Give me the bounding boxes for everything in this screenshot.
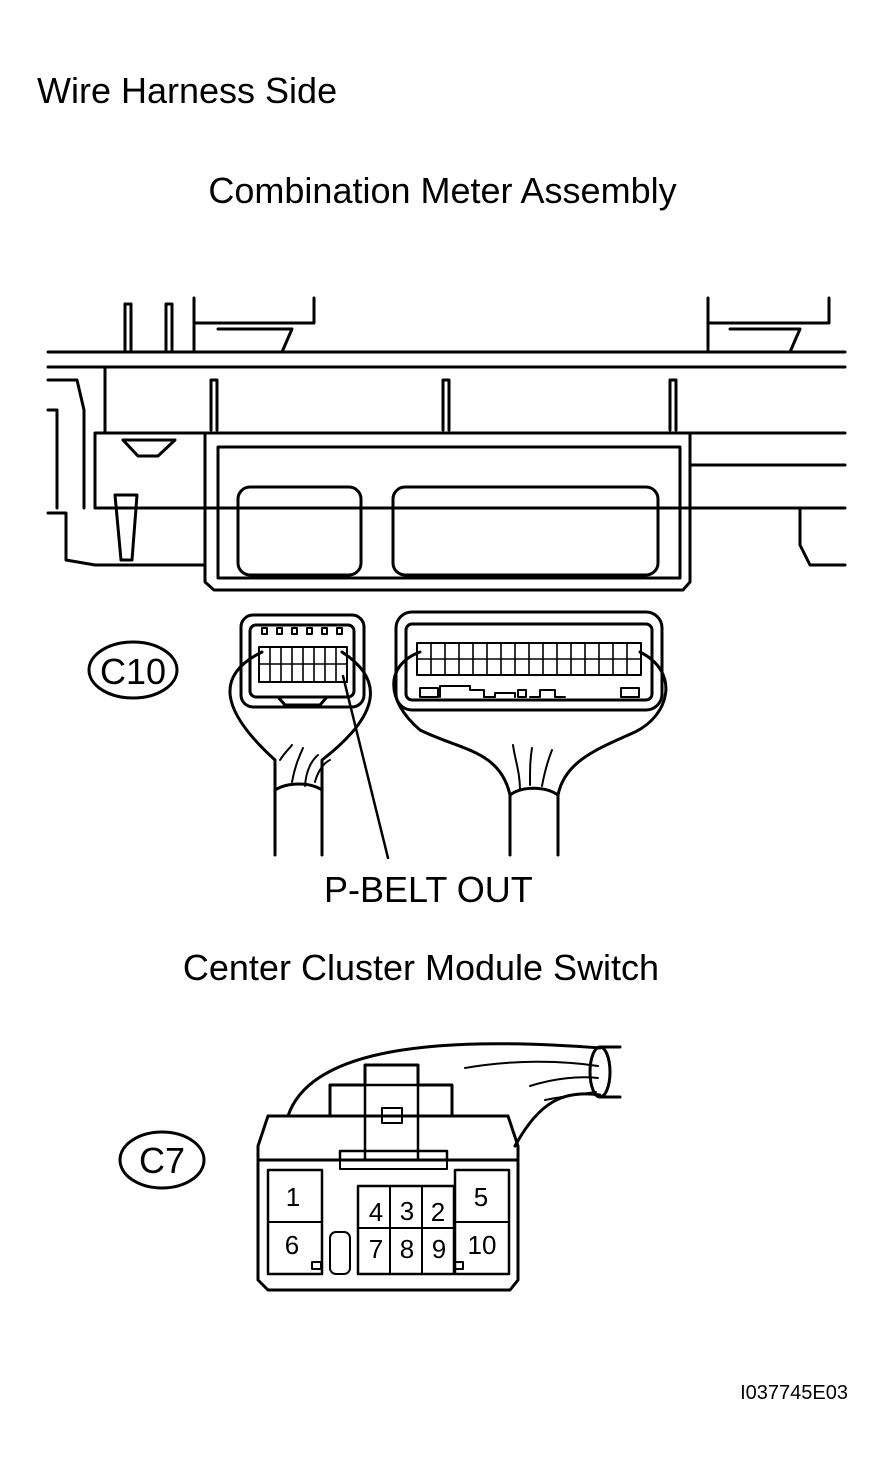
view-side-label: Wire Harness Side — [37, 70, 338, 111]
pin-callout-label: P-BELT OUT — [324, 869, 533, 910]
component-title-center-cluster: Center Cluster Module Switch — [182, 947, 660, 988]
c10-small-connector — [228, 613, 372, 857]
c7-label: C7 — [139, 1140, 185, 1181]
pin-5-label: 5 — [474, 1182, 488, 1212]
c7-connector — [256, 1042, 622, 1292]
pin-10-label: 10 — [468, 1230, 497, 1260]
c10-callout-circle — [87, 640, 179, 700]
pin-8-label: 8 — [400, 1234, 414, 1264]
pin-6-label: 6 — [285, 1230, 299, 1260]
pin-callout-leader — [341, 674, 390, 860]
c10-large-connector — [392, 610, 668, 857]
pin-2-label: 2 — [431, 1197, 445, 1227]
pin-1-label: 1 — [286, 1182, 300, 1212]
pin-3-label: 3 — [400, 1196, 414, 1226]
c10-label: C10 — [100, 651, 166, 692]
figure-id: I037745E03 — [740, 1382, 848, 1404]
meter-housing — [46, 296, 847, 592]
component-title-combination-meter: Combination Meter Assembly — [208, 170, 677, 211]
pin-7-label: 7 — [369, 1234, 383, 1264]
pin-4-label: 4 — [369, 1197, 383, 1227]
pin-9-label: 9 — [432, 1234, 446, 1264]
c7-callout-circle — [118, 1130, 206, 1190]
